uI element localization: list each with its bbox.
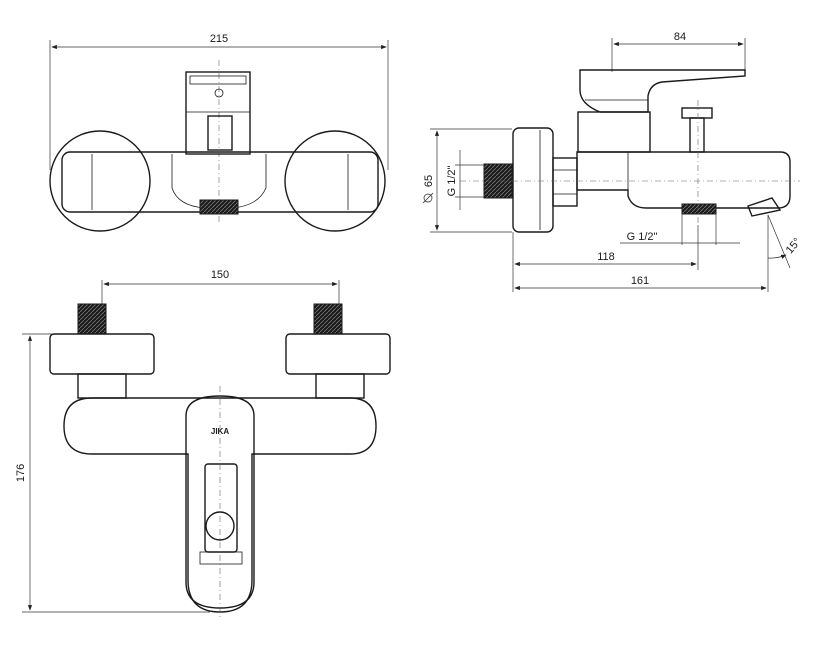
right-nut-front <box>315 373 365 399</box>
dim-label-176: 176 <box>15 464 27 482</box>
dim-label-161: 161 <box>631 275 649 287</box>
dim-label-65: 65 <box>423 175 435 187</box>
spout-tip <box>747 197 782 217</box>
dimension-176: 176 <box>15 333 210 613</box>
dim-label-g-outlet: G 1/2" <box>627 231 658 243</box>
diverter-knob <box>689 117 705 153</box>
left-rosette <box>49 130 151 232</box>
side-view: 84 65 <box>422 31 804 292</box>
wall-rosette-side <box>512 127 554 233</box>
cartridge-cap <box>207 115 233 151</box>
left-rosette-front <box>49 333 155 375</box>
dimension-215: 215 <box>49 33 389 170</box>
connection-nut <box>552 157 578 207</box>
dim-label-215: 215 <box>210 33 228 45</box>
lever-front <box>185 395 255 609</box>
dim-label-15deg: 15° <box>784 236 804 256</box>
dimension-g-outlet: G 1/2" <box>620 214 740 245</box>
dimension-118: 118 <box>512 225 699 292</box>
dim-label-150: 150 <box>211 269 229 281</box>
lever-side <box>579 69 746 113</box>
dim-label-118: 118 <box>597 251 615 263</box>
dimension-161: 161 <box>514 215 769 292</box>
dimension-84: 84 <box>611 31 746 72</box>
right-rosette-front <box>285 333 391 375</box>
front-view: 150 176 JIKA <box>15 269 391 620</box>
brand-logo: JIKA <box>211 427 229 436</box>
dimension-angle-15: 15° <box>767 214 804 269</box>
cartridge-housing-side <box>577 111 651 153</box>
outlet-thread-top <box>199 199 239 215</box>
dimension-150: 150 <box>101 269 340 306</box>
lever-slot <box>204 463 238 553</box>
left-nut-front <box>77 373 127 399</box>
dim-label-g-inlet: G 1/2" <box>446 166 458 197</box>
lever-top <box>185 71 251 155</box>
right-inlet-thread <box>313 303 343 335</box>
top-view: 215 <box>49 33 389 232</box>
left-inlet-thread <box>77 303 107 335</box>
dimension-diameter-65: 65 <box>422 128 512 233</box>
mixer-body-side <box>576 151 791 209</box>
dimension-g-inlet: G 1/2" <box>446 150 485 210</box>
shower-outlet-thread <box>681 203 717 215</box>
right-rosette <box>284 130 386 232</box>
dim-label-84: 84 <box>674 31 686 43</box>
